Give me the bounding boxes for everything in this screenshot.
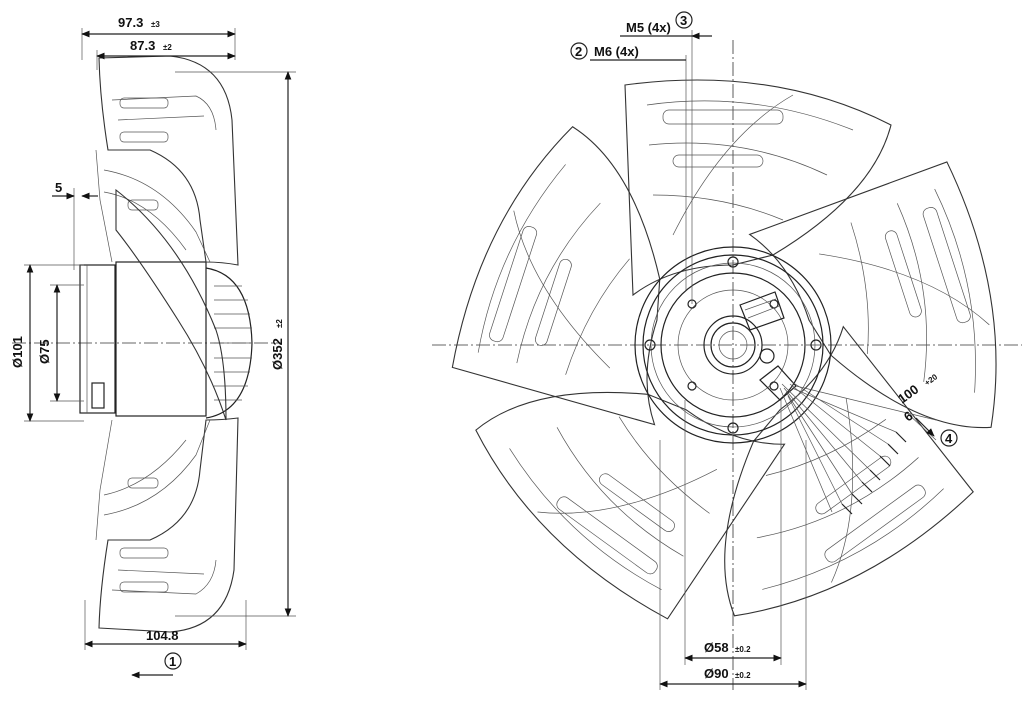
dim-blade-width-tol: ±2 xyxy=(163,43,172,52)
dim-dia-352-tol: ±2 xyxy=(275,319,284,328)
callout-2: 2 xyxy=(575,44,582,59)
dim-offset: 5 xyxy=(55,180,62,195)
dim-cable-length-tol: +20 xyxy=(923,372,940,388)
dim-cable-length: 100 xyxy=(895,382,921,407)
dim-dia-58-tol: ±0.2 xyxy=(735,645,751,654)
dim-dia-90-tol: ±0.2 xyxy=(735,671,751,680)
callout-4-circle xyxy=(940,429,958,447)
thread-m6: M6 (4x) xyxy=(594,44,639,59)
dim-overall-width: 97.3 xyxy=(118,15,143,30)
thread-m5: M5 (4x) xyxy=(626,20,671,35)
front-view: M5 (4x) M6 (4x) 3 2 100 +20 6 4 Ø58 ±0.2… xyxy=(432,11,1035,690)
callout-4: 4 xyxy=(945,431,953,446)
motor-hub xyxy=(634,246,832,444)
dim-dia-101: Ø101 xyxy=(10,336,25,368)
dim-dia-90: Ø90 xyxy=(704,666,729,681)
callout-2-circle xyxy=(570,42,588,60)
callout-1: 1 xyxy=(169,654,176,669)
dim-dia-75: Ø75 xyxy=(37,339,52,364)
middle-blade xyxy=(115,188,227,421)
lower-blade xyxy=(95,417,239,633)
callout-1-circle xyxy=(164,652,182,670)
callout-3-circle xyxy=(675,11,693,29)
dim-overall-width-tol: ±3 xyxy=(151,20,160,29)
upper-blade xyxy=(95,55,239,266)
dim-depth: 104.8 xyxy=(146,628,179,643)
dim-blade-width: 87.3 xyxy=(130,38,155,53)
dim-dia-352: Ø352 xyxy=(270,338,285,370)
side-view: 97.3 ±3 87.3 ±2 5 Ø101 Ø75 Ø352 ±2 104.8 xyxy=(10,15,296,679)
impeller-blades xyxy=(447,79,1035,653)
blade xyxy=(624,79,892,297)
callout-3: 3 xyxy=(680,13,687,28)
dim-dia-58: Ø58 xyxy=(704,640,729,655)
cable-bundle xyxy=(759,365,907,515)
